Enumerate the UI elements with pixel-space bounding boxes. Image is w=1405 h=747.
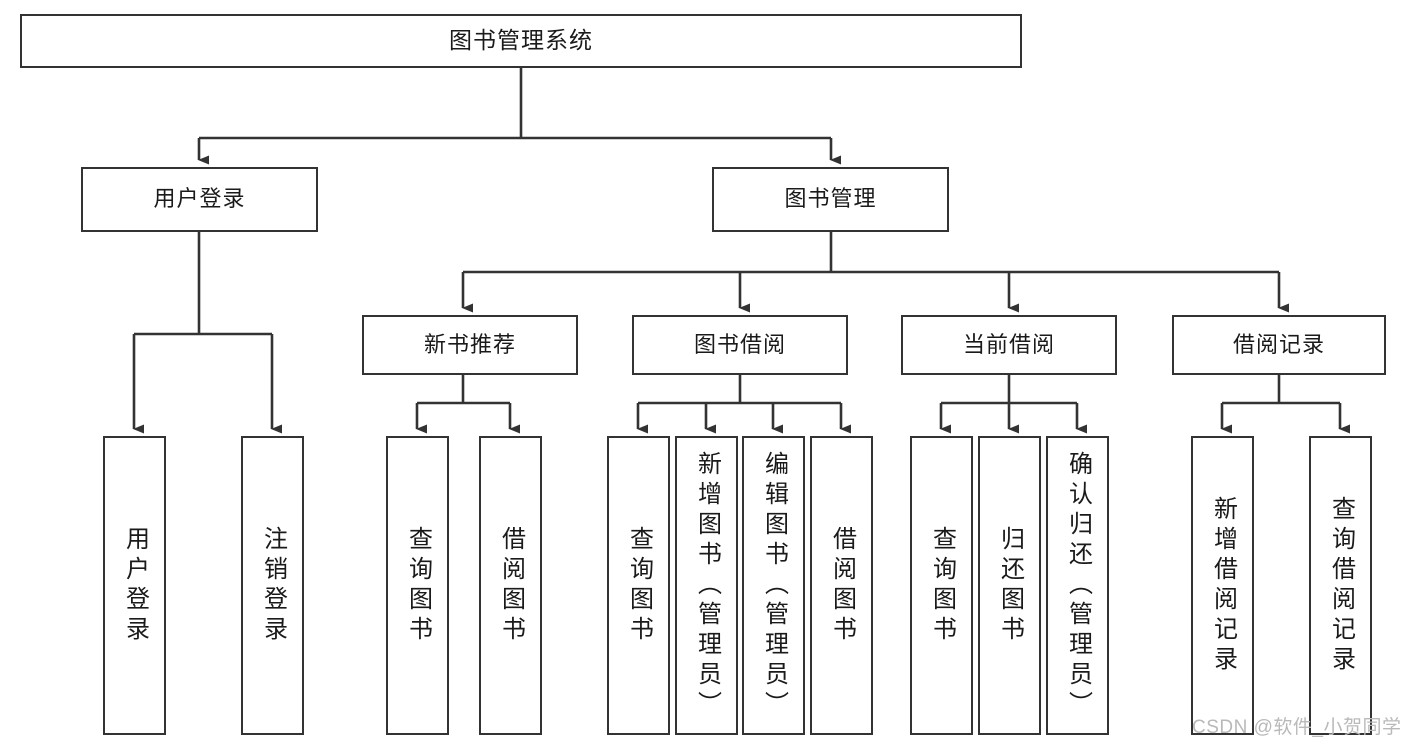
watermark: CSDN @软件_小贺同学 (1192, 717, 1402, 738)
leaf-query-book-1-label: 查询图书 (404, 525, 432, 646)
leaf-confirm-return[interactable]: 确认归还（管理员） (1046, 436, 1109, 735)
leaf-add-record-label: 新增借阅记录 (1209, 495, 1237, 676)
node-book-manage-label: 图书管理 (784, 186, 877, 212)
leaf-user-logout-label: 注销登录 (259, 525, 287, 646)
leaf-user-login-label: 用户登录 (121, 525, 149, 646)
node-book-borrow-label: 图书借阅 (693, 331, 786, 357)
leaf-user-logout[interactable]: 注销登录 (241, 436, 304, 735)
leaf-borrow-book-2-label: 借阅图书 (828, 525, 856, 646)
leaf-edit-book-label: 编辑图书（管理员） (760, 450, 788, 721)
node-root[interactable]: 图书管理系统 (20, 14, 1022, 68)
leaf-return-book-label: 归还图书 (996, 525, 1024, 646)
node-user-login-label: 用户登录 (153, 186, 246, 212)
leaf-query-record[interactable]: 查询借阅记录 (1309, 436, 1372, 735)
leaf-add-book[interactable]: 新增图书（管理员） (675, 436, 738, 735)
node-book-borrow[interactable]: 图书借阅 (632, 315, 848, 375)
node-borrow-record-label: 借阅记录 (1232, 331, 1325, 357)
leaf-edit-book[interactable]: 编辑图书（管理员） (742, 436, 805, 735)
leaf-add-book-label: 新增图书（管理员） (693, 450, 721, 721)
leaf-user-login[interactable]: 用户登录 (103, 436, 166, 735)
node-current-borrow-label: 当前借阅 (962, 331, 1055, 357)
node-new-book-rec[interactable]: 新书推荐 (362, 315, 578, 375)
leaf-query-book-3-label: 查询图书 (928, 525, 956, 646)
leaf-confirm-return-label: 确认归还（管理员） (1064, 450, 1092, 721)
leaf-borrow-book-1-label: 借阅图书 (497, 525, 525, 646)
node-root-label: 图书管理系统 (449, 27, 593, 54)
leaf-query-record-label: 查询借阅记录 (1327, 495, 1355, 676)
node-current-borrow[interactable]: 当前借阅 (901, 315, 1117, 375)
node-book-manage[interactable]: 图书管理 (712, 167, 949, 232)
leaf-add-record[interactable]: 新增借阅记录 (1191, 436, 1254, 735)
node-new-book-rec-label: 新书推荐 (423, 331, 516, 357)
leaf-borrow-book-2[interactable]: 借阅图书 (810, 436, 873, 735)
leaf-query-book-2-label: 查询图书 (625, 525, 653, 646)
leaf-borrow-book-1[interactable]: 借阅图书 (479, 436, 542, 735)
leaf-return-book[interactable]: 归还图书 (978, 436, 1041, 735)
leaf-query-book-3[interactable]: 查询图书 (910, 436, 973, 735)
leaf-query-book-1[interactable]: 查询图书 (386, 436, 449, 735)
leaf-query-book-2[interactable]: 查询图书 (607, 436, 670, 735)
node-user-login[interactable]: 用户登录 (81, 167, 318, 232)
node-borrow-record[interactable]: 借阅记录 (1172, 315, 1386, 375)
